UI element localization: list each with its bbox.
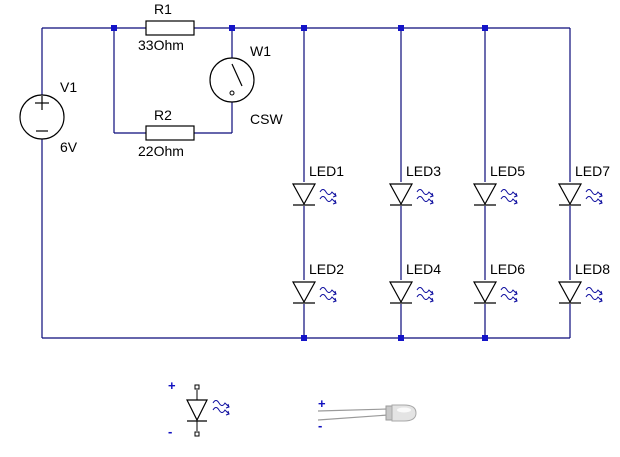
junctions: [111, 25, 488, 341]
arrow-head: [598, 192, 603, 198]
arrow-head: [429, 192, 434, 198]
junction-dot: [482, 335, 488, 341]
arrow-head: [225, 410, 230, 416]
arrow-head: [429, 290, 434, 296]
led-label: LED2: [309, 261, 344, 277]
arrow-head: [332, 192, 337, 198]
voltage-source-v1: V1 6V: [19, 79, 78, 155]
light-arrow: [416, 189, 434, 197]
light-arrow: [319, 196, 337, 204]
arrow-head: [598, 297, 603, 303]
diode-triangle: [557, 183, 583, 206]
led-label: LED7: [575, 163, 610, 179]
resistor-r1: R1 33Ohm: [138, 1, 195, 53]
light-arrow: [585, 287, 603, 295]
light-arrow: [416, 287, 434, 295]
arrow-head: [513, 199, 518, 205]
diode-triangle: [472, 183, 498, 206]
wires: [41, 27, 571, 339]
junction-dot: [229, 25, 235, 31]
led-label: LED5: [490, 163, 525, 179]
diode-triangle: [557, 281, 583, 304]
arrow-head: [332, 199, 337, 205]
light-arrow: [585, 196, 603, 204]
resistor-r2-value: 22Ohm: [138, 143, 184, 159]
light-arrow: [500, 294, 518, 302]
legend-symbol-minus: -: [168, 424, 172, 439]
light-arrow: [500, 189, 518, 197]
light-arrow: [416, 294, 434, 302]
switch-w1: W1 CSW: [209, 43, 283, 127]
led-1: LED1: [291, 163, 344, 206]
led-2: LED2: [291, 261, 344, 304]
source-value: 6V: [60, 139, 78, 155]
light-arrow: [500, 287, 518, 295]
junction-dot: [398, 335, 404, 341]
resistor-r2: R2 22Ohm: [138, 107, 195, 159]
led-8: LED8: [557, 261, 610, 304]
arrow-head: [429, 199, 434, 205]
junction-dot: [301, 335, 307, 341]
led-5: LED5: [472, 163, 525, 206]
arrow-head: [332, 297, 337, 303]
diode-triangle: [291, 281, 317, 304]
legend-led-photo: + -: [317, 396, 417, 433]
led-label: LED8: [575, 261, 610, 277]
resistor-r1-value: 33Ohm: [138, 37, 184, 53]
light-arrow: [319, 294, 337, 302]
junction-dot: [482, 25, 488, 31]
led-7: LED7: [557, 163, 610, 206]
light-arrow: [585, 189, 603, 197]
led-label: LED1: [309, 163, 344, 179]
light-arrow: [212, 407, 230, 415]
led-label: LED4: [406, 261, 441, 277]
legend-symbol-plus: +: [168, 378, 176, 393]
light-arrow: [416, 196, 434, 204]
arrow-head: [598, 290, 603, 296]
led-4: LED4: [388, 261, 441, 304]
diode-triangle: [472, 281, 498, 304]
junction-dot: [111, 25, 117, 31]
switch-name: W1: [250, 43, 271, 59]
light-arrow: [319, 287, 337, 295]
arrow-head: [598, 199, 603, 205]
switch-type: CSW: [250, 111, 283, 127]
led-label: LED6: [490, 261, 525, 277]
arrow-head: [225, 403, 230, 409]
led-3: LED3: [388, 163, 441, 206]
light-arrow: [585, 294, 603, 302]
light-arrow: [212, 400, 230, 408]
resistor-r1-name: R1: [154, 1, 172, 17]
led-6: LED6: [472, 261, 525, 304]
arrow-head: [332, 290, 337, 296]
arrow-head: [513, 297, 518, 303]
source-name: V1: [60, 79, 77, 95]
diode-triangle: [291, 183, 317, 206]
junction-dot: [301, 25, 307, 31]
arrow-head: [513, 192, 518, 198]
led-label: LED3: [406, 163, 441, 179]
legend-led-symbol: + -: [168, 378, 230, 439]
diode-triangle: [388, 183, 414, 206]
legend-light-arrows: [212, 400, 230, 416]
arrow-head: [429, 297, 434, 303]
light-arrow: [500, 196, 518, 204]
arrow-head: [513, 290, 518, 296]
junction-dot: [398, 25, 404, 31]
resistor-r2-name: R2: [154, 107, 172, 123]
light-arrow: [319, 189, 337, 197]
legend-photo-plus: +: [318, 396, 326, 411]
legend-photo-minus: -: [318, 418, 322, 433]
diode-triangle: [388, 281, 414, 304]
